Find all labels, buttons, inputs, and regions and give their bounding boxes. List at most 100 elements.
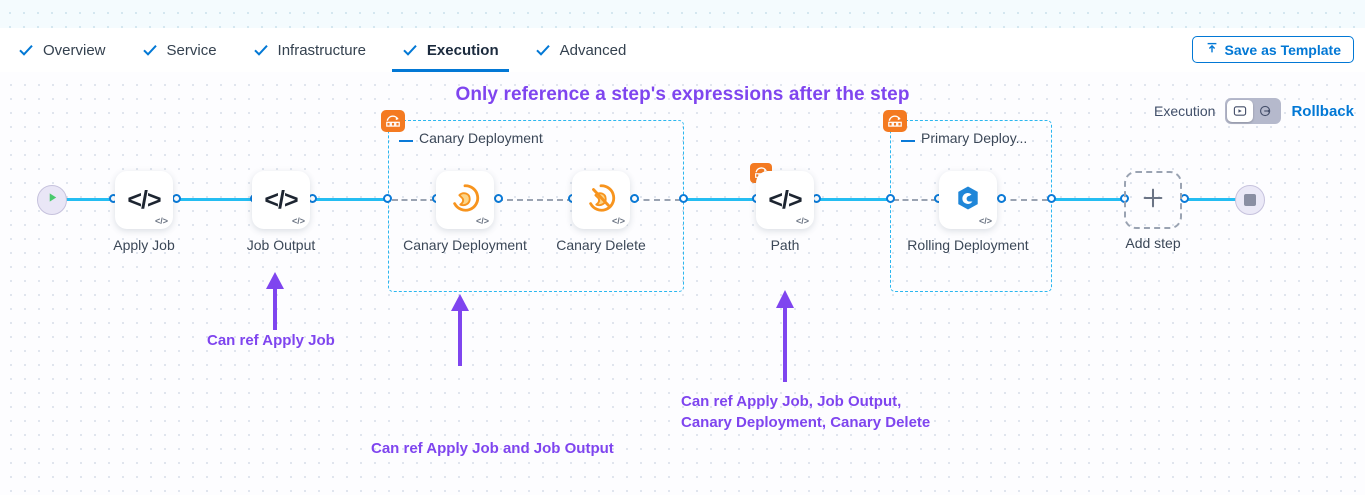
tab-service[interactable]: Service bbox=[142, 28, 217, 72]
save-as-template-button[interactable]: Save as Template bbox=[1191, 36, 1354, 63]
group-title: Canary Deployment bbox=[419, 130, 543, 146]
step-label: Job Output bbox=[246, 237, 316, 253]
tab-advanced[interactable]: Advanced bbox=[535, 28, 627, 72]
add-step-box[interactable] bbox=[1124, 171, 1182, 229]
step-group-icon bbox=[381, 110, 405, 132]
headline-annotation: Only reference a step's expressions afte… bbox=[455, 84, 910, 105]
step-label: Path bbox=[770, 237, 800, 253]
step-node-box[interactable]: </> bbox=[436, 171, 494, 229]
check-icon bbox=[253, 42, 269, 58]
play-icon bbox=[46, 191, 59, 209]
code-badge-icon: </> bbox=[611, 216, 625, 226]
port[interactable] bbox=[886, 194, 895, 203]
rolling-swirl-icon bbox=[953, 183, 983, 218]
pipeline-row: Canary Deployment Primary Deploy... bbox=[0, 72, 1365, 495]
plus-icon bbox=[1140, 185, 1166, 216]
edge-canary-canarydelete bbox=[497, 199, 573, 201]
step-node-box[interactable]: </> </> bbox=[252, 171, 310, 229]
code-badge-icon: </> bbox=[978, 216, 992, 226]
rollback-arrow-icon[interactable] bbox=[1253, 100, 1279, 122]
step-canary-delete[interactable]: </> Canary Delete bbox=[556, 171, 646, 253]
step-node-box[interactable]: </> </> bbox=[756, 171, 814, 229]
step-label: Apply Job bbox=[113, 237, 175, 253]
code-icon: </> bbox=[264, 185, 298, 214]
edge-joboutput-canarygroup bbox=[312, 198, 390, 201]
start-node[interactable] bbox=[37, 185, 67, 215]
execution-rollback-toggle[interactable] bbox=[1225, 98, 1282, 124]
edge-applyjob-joboutput bbox=[176, 198, 254, 201]
step-canary-deployment[interactable]: </> Canary Deployment bbox=[403, 171, 527, 253]
step-node-box[interactable]: </> bbox=[572, 171, 630, 229]
tab-label: Overview bbox=[43, 41, 106, 59]
annotation-apply-job: Can ref Apply Job bbox=[207, 332, 335, 349]
tab-label: Execution bbox=[426, 41, 499, 59]
rollback-link[interactable]: Rollback bbox=[1291, 102, 1354, 120]
code-icon: </> bbox=[127, 185, 161, 214]
annotation-arrow-path bbox=[774, 290, 796, 387]
group-collapse-icon[interactable] bbox=[399, 140, 413, 142]
add-step-node[interactable]: Add step bbox=[1124, 171, 1182, 251]
group-canary-deployment[interactable]: Canary Deployment bbox=[381, 110, 684, 292]
execution-play-icon[interactable] bbox=[1227, 100, 1254, 122]
tab-execution[interactable]: Execution bbox=[391, 28, 509, 72]
port[interactable] bbox=[679, 194, 688, 203]
port[interactable] bbox=[383, 194, 392, 203]
edge-canarygroup-canary bbox=[392, 199, 436, 201]
pipeline-canvas[interactable]: Only reference a step's expressions afte… bbox=[0, 72, 1365, 495]
step-node-box[interactable]: </> </> bbox=[115, 171, 173, 229]
tab-bar: Overview Service Infrastructure Executio… bbox=[0, 28, 1365, 73]
annotation-canary: Can ref Apply Job and Job Output bbox=[371, 440, 614, 457]
group-primary-deployment[interactable]: Primary Deploy... bbox=[883, 110, 1052, 292]
check-icon bbox=[142, 42, 158, 58]
code-icon: </> bbox=[768, 185, 802, 214]
code-badge-icon: </> bbox=[475, 216, 489, 226]
edge-canarygroup-path bbox=[684, 198, 756, 201]
port[interactable] bbox=[494, 194, 503, 203]
annotation-arrow-canary bbox=[449, 294, 471, 371]
top-grid-strip bbox=[0, 0, 1365, 28]
upload-icon bbox=[1205, 41, 1219, 58]
execution-rollback-controls: Execution Rollback bbox=[1154, 98, 1354, 124]
code-badge-icon: </> bbox=[795, 216, 809, 226]
save-as-template-label: Save as Template bbox=[1224, 41, 1341, 58]
code-badge-icon: </> bbox=[154, 216, 168, 226]
step-path[interactable]: </> </> Path bbox=[750, 163, 814, 253]
edge-primarygroup-addstep bbox=[1052, 198, 1124, 201]
tab-label: Advanced bbox=[559, 41, 627, 59]
edge-path-primarygroup bbox=[816, 198, 890, 201]
edge-canarydelete-groupend bbox=[633, 199, 681, 201]
tab-label: Service bbox=[166, 41, 217, 59]
group-title: Primary Deploy... bbox=[921, 130, 1028, 146]
edge-primarygroup-rolling bbox=[893, 199, 937, 201]
edge-addstep-end bbox=[1184, 198, 1236, 201]
step-rolling-deployment[interactable]: </> Rolling Deployment bbox=[907, 171, 1029, 253]
group-collapse-icon[interactable] bbox=[901, 140, 915, 142]
step-group-icon bbox=[883, 110, 907, 132]
stop-square-icon bbox=[1244, 194, 1256, 206]
port[interactable] bbox=[630, 194, 639, 203]
port[interactable] bbox=[1047, 194, 1056, 203]
add-step-label: Add step bbox=[1125, 235, 1181, 251]
tab-infrastructure[interactable]: Infrastructure bbox=[253, 28, 366, 72]
annotation-path: Can ref Apply Job, Job Output, Canary De… bbox=[681, 393, 931, 431]
edge-rolling-groupend bbox=[1000, 199, 1048, 201]
tab-overview[interactable]: Overview bbox=[18, 28, 106, 72]
check-icon bbox=[18, 42, 34, 58]
step-apply-job[interactable]: </> </> Apply Job bbox=[113, 171, 175, 253]
step-label: Rolling Deployment bbox=[907, 237, 1029, 253]
edge-start-applyjob bbox=[62, 198, 116, 201]
canary-delete-icon bbox=[585, 182, 617, 219]
check-icon bbox=[535, 42, 551, 58]
step-label: Canary Delete bbox=[556, 237, 646, 253]
annotation-arrow-apply-job bbox=[264, 272, 286, 335]
port[interactable] bbox=[997, 194, 1006, 203]
tab-label: Infrastructure bbox=[277, 41, 366, 59]
port[interactable] bbox=[172, 194, 181, 203]
end-node[interactable] bbox=[1235, 185, 1265, 215]
step-label: Canary Deployment bbox=[403, 237, 527, 253]
canary-bird-icon bbox=[449, 182, 481, 219]
step-node-box[interactable]: </> bbox=[939, 171, 997, 229]
step-job-output[interactable]: </> </> Job Output bbox=[247, 171, 315, 253]
execution-label: Execution bbox=[1153, 103, 1216, 119]
code-badge-icon: </> bbox=[291, 216, 305, 226]
